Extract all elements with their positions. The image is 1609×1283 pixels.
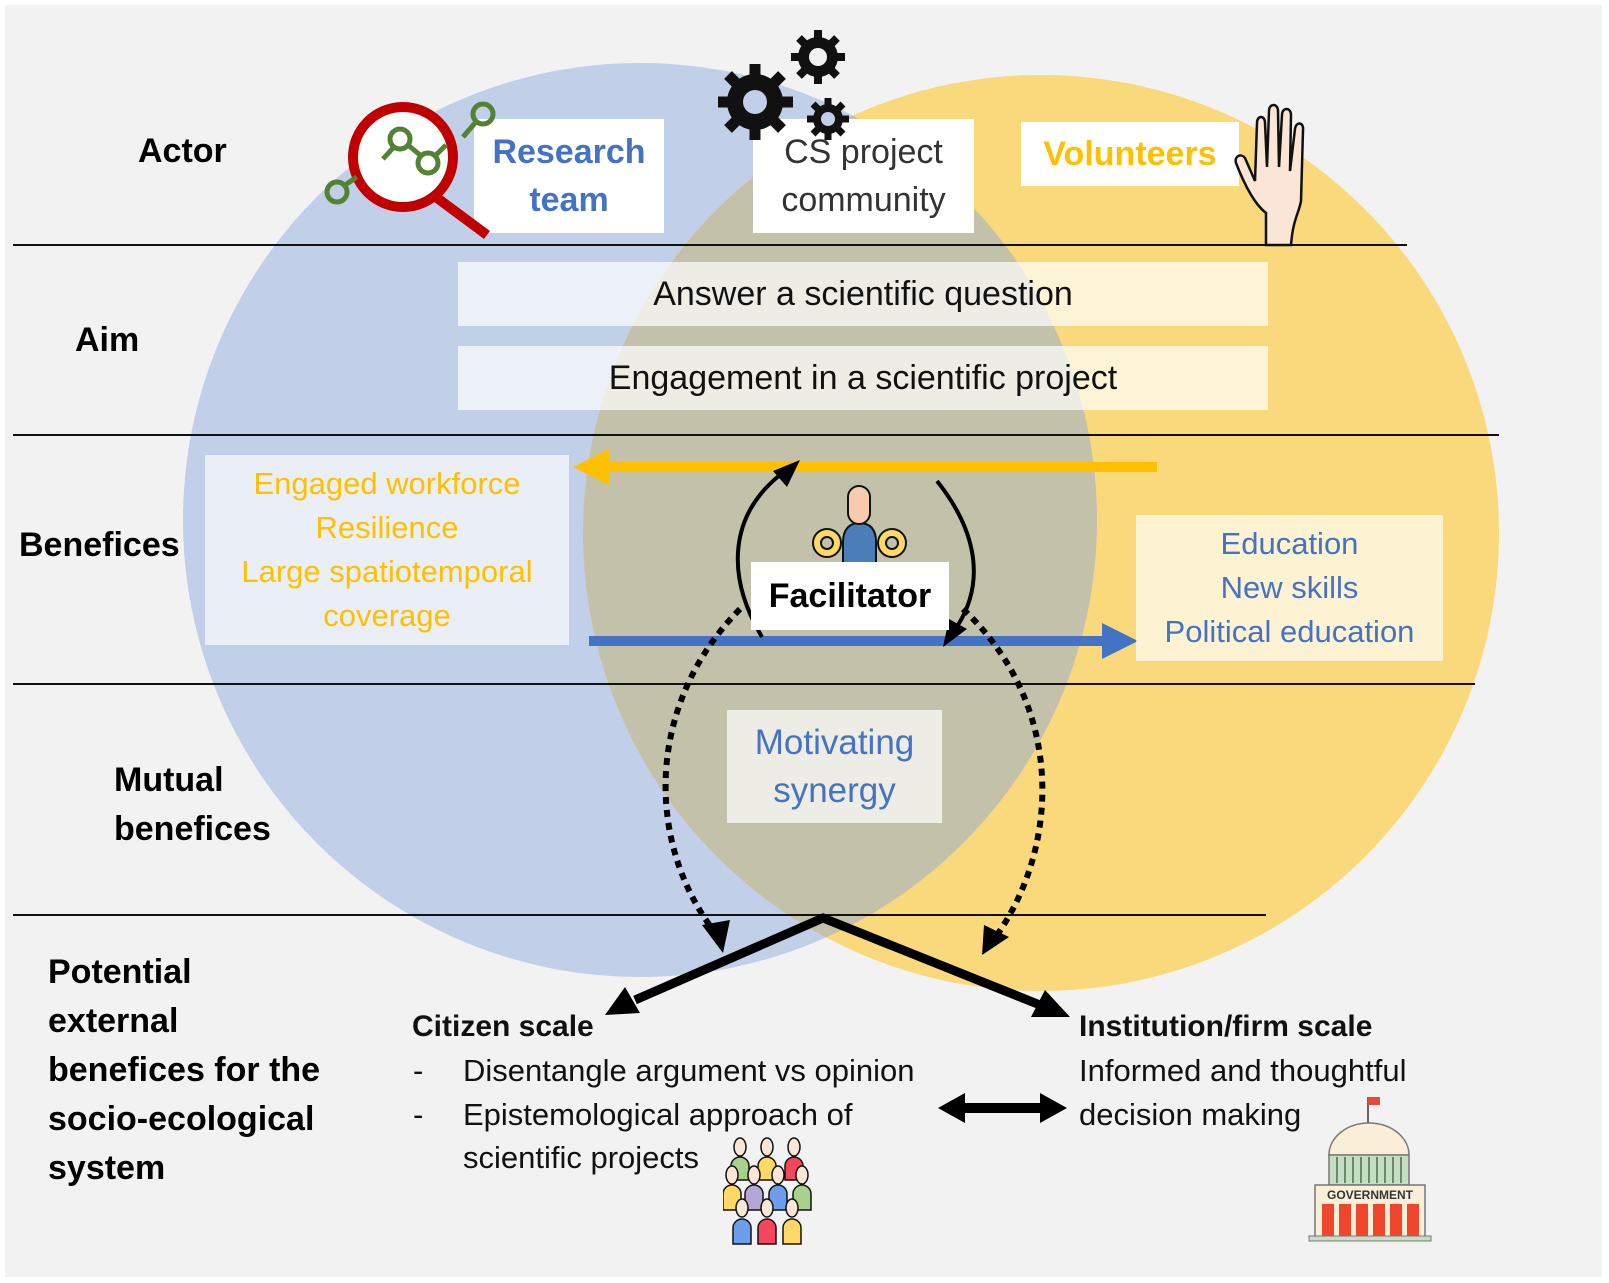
facilitator-label: Facilitator [751,562,949,630]
benefit-item: Resilience [315,510,459,545]
citizen-item: Disentangle argument vs opinion [463,1053,915,1088]
benefit-item: New skills [1220,570,1359,605]
row-label-benefices: Benefices [19,526,180,564]
benefit-item: coverage [323,598,451,633]
row-label-line: socio-ecological [48,1100,315,1138]
citizen-bullet: - [413,1097,424,1132]
row-label-line: system [48,1149,166,1187]
split-arrow-stem [633,913,1042,1010]
row-label-line: external [48,1002,179,1040]
facilitator-arrow-down-head [943,619,967,647]
dotted-arrow-right-head [982,925,1009,955]
facilitator-arrow-up-head [773,460,800,487]
aim-answer-question: Answer a scientific question [458,262,1268,326]
row-label-line: Potential [48,953,192,991]
institution-scale-title: Institution/firm scale [1079,1010,1373,1043]
row-label-mutual: Mutual benefices [114,756,271,854]
government-sign: GOVERNMENT [1327,1188,1414,1202]
split-arrow-left-head [605,987,640,1015]
citizen-bullet: - [413,1053,424,1088]
mutual-benefit-box: Motivating synergy [727,710,942,823]
actor-label-line: community [781,181,946,219]
actor-research-team: Research team [474,119,664,233]
magnifier-icon [324,101,496,240]
aim-engagement: Engagement in a scientific project [458,346,1268,410]
mutual-benefit-line: Motivating [754,722,915,762]
facilitator-arrow-up [735,473,782,639]
split-arrow-right-head [1031,990,1070,1017]
row-label-actor: Actor [138,132,227,170]
facilitator-person-icon [812,485,907,569]
benefit-item: Political education [1164,614,1415,649]
actor-label-line: team [529,181,609,219]
blue-benefit-arrow [589,623,1138,659]
institution-line: Informed and thoughtful [1079,1053,1407,1088]
actor-label-line: CS project [784,133,943,171]
double-arrow [938,1093,1067,1123]
row-label-line: benefices [114,810,271,848]
government-building-icon: GOVERNMENT [1308,1097,1432,1242]
crowd-row-back [730,1137,804,1181]
yellow-benefit-arrow [573,449,1157,485]
institution-line: decision making [1079,1097,1302,1132]
row-label-line: Mutual [114,761,224,799]
benefit-item: Large spatiotemporal [241,554,533,589]
benefices-research-side: Engaged workforce Resilience Large spati… [205,455,569,645]
citizen-scale-title: Citizen scale [412,1010,594,1043]
benefit-item: Education [1220,526,1359,561]
crowd-icon [723,1137,812,1245]
row-label-line: benefices for the [48,1051,321,1089]
benefit-item: Engaged workforce [253,466,521,501]
actor-label-line: Research [492,133,646,171]
dotted-arrow-right [960,606,1046,937]
actor-cs-community: CS project community [753,119,974,233]
benefices-volunteer-side: Education New skills Political education [1136,515,1443,661]
mutual-benefit-line: synergy [773,770,896,810]
row-label-aim: Aim [75,321,140,359]
dotted-arrow-left-head [702,920,730,953]
raised-hand-icon [1234,103,1305,247]
gears-icon [718,30,849,140]
citizen-item: Epistemological approach of [463,1097,853,1132]
dotted-arrow-left [662,606,743,937]
actor-volunteers: Volunteers [1021,122,1239,186]
citizen-item-continued: scientific projects [463,1140,700,1175]
row-label-potential: Potential external benefices for the soc… [48,948,320,1193]
diagram-canvas: Actor Aim Benefices Mutual benefices Pot… [5,5,1602,1277]
